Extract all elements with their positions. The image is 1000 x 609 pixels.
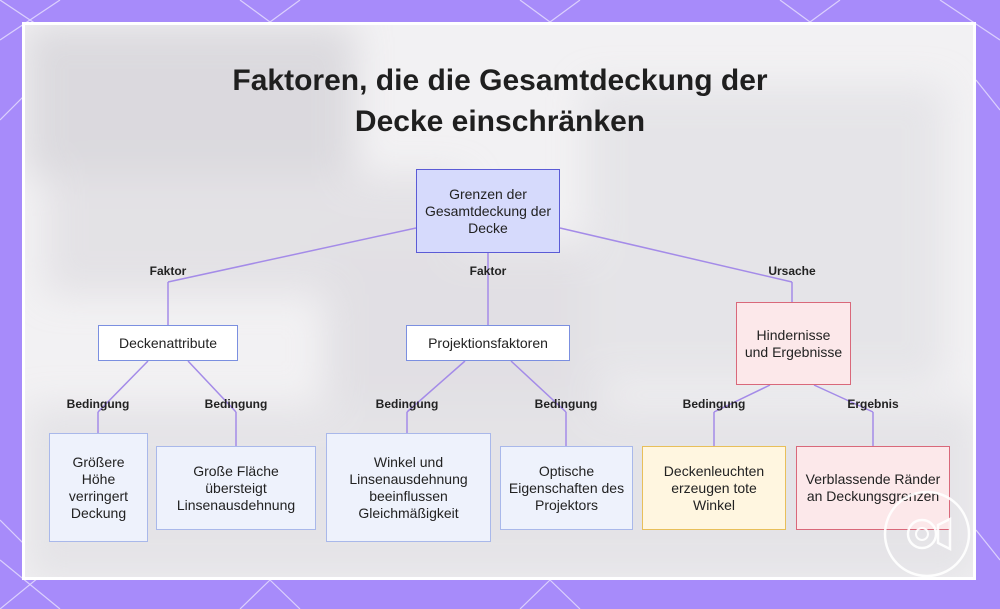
node-large-area: Große Fläche übersteigt Linsenausdehnung (156, 446, 316, 530)
edge-label-condition-2: Bedingung (205, 397, 268, 411)
node-obstacles-results: Hindernisse und Ergebnisse (736, 302, 851, 385)
edge-label-condition-3: Bedingung (376, 397, 439, 411)
node-projection-factors: Projektionsfaktoren (406, 325, 570, 361)
node-optical-properties: Optische Eigenschaften des Projektors (500, 446, 633, 530)
edge-label-condition-4: Bedingung (535, 397, 598, 411)
node-ceiling-lights: Deckenleuchten erzeugen tote Winkel (642, 446, 786, 530)
edge-label-condition-1: Bedingung (67, 397, 130, 411)
edge-root-obstacles (560, 228, 792, 282)
edge-label-condition-5: Bedingung (683, 397, 746, 411)
edge-label-factor-2: Faktor (470, 264, 507, 278)
edge-root-attributes (168, 228, 416, 282)
projector-logo-icon (882, 489, 972, 579)
edge-label-result: Ergebnis (847, 397, 898, 411)
edge-label-factor-1: Faktor (150, 264, 187, 278)
node-ceiling-attributes: Deckenattribute (98, 325, 238, 361)
node-greater-height: Größere Höhe verringert Deckung (49, 433, 148, 542)
node-angle-lens: Winkel und Linsenausdehnung beeinflussen… (326, 433, 491, 542)
edge-label-cause: Ursache (768, 264, 815, 278)
node-root: Grenzen der Gesamtdeckung der Decke (416, 169, 560, 253)
